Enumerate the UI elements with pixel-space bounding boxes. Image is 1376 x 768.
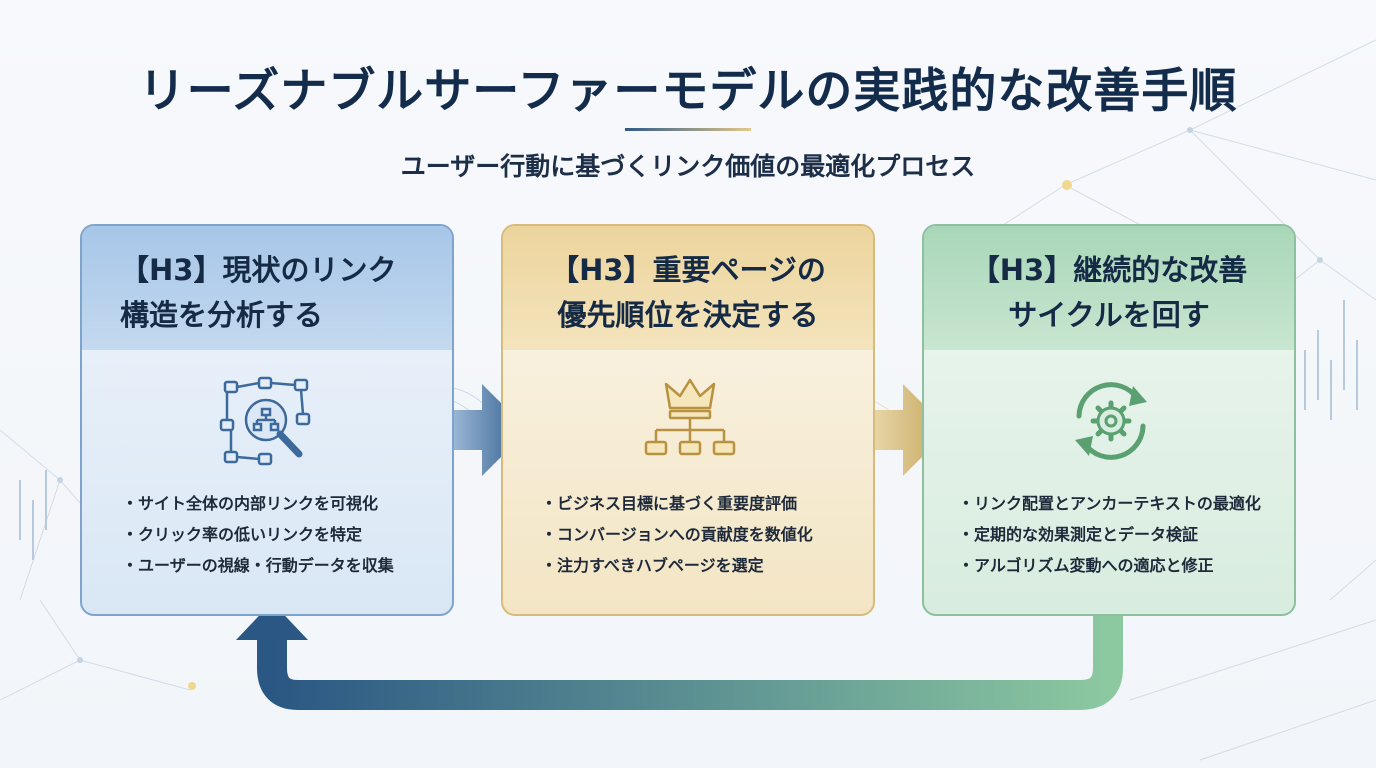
step-card-prioritize: 【H3】重要ページの 優先順位を決定する ビジネス目標に基づく重要度評価 コンバ…: [501, 224, 875, 616]
step-bullets: サイト全体の内部リンクを可視化 クリック率の低いリンクを特定 ユーザーの視線・行…: [82, 488, 452, 581]
step-card-analyze: 【H3】現状のリンク 構造を分析する サイト全体の内部リンクを可視化 クリック率…: [80, 224, 454, 616]
step-heading-line2: 優先順位を決定する: [557, 298, 819, 332]
gear-cycle-icon: [1075, 382, 1147, 460]
page-title: リーズナブルサーファーモデルの実践的な改善手順: [138, 64, 1238, 119]
step-bullets: ビジネス目標に基づく重要度評価 コンバージョンへの貢献度を数値化 注力すべきハブ…: [503, 488, 873, 581]
step-heading-line1: 【H3】現状のリンク: [120, 253, 397, 287]
bullet-item: クリック率の低いリンクを特定: [82, 519, 452, 550]
step-bullets: リンク配置とアンカーテキストの最適化 定期的な効果測定とデータ検証 アルゴリズム…: [924, 488, 1294, 581]
page-subtitle: ユーザー行動に基づくリンク価値の最適化プロセス: [400, 152, 976, 181]
bullet-item: ユーザーの視線・行動データを収集: [82, 550, 452, 581]
bullet-item: 定期的な効果測定とデータ検証: [924, 519, 1294, 550]
bullet-item: リンク配置とアンカーテキストの最適化: [924, 488, 1294, 519]
step-card-cycle: 【H3】継続的な改善 サイクルを回す リンク配置とアンカーテキストの最適化 定期…: [922, 224, 1296, 616]
crown-hierarchy-icon: [644, 378, 736, 456]
step-heading-line2: 構造を分析する: [120, 298, 324, 332]
bullet-item: サイト全体の内部リンクを可視化: [82, 488, 452, 519]
network-magnifier-icon: [219, 376, 311, 466]
step-heading-line1: 【H3】継続的な改善: [970, 253, 1248, 287]
bullet-item: アルゴリズム変動への適応と修正: [924, 550, 1294, 581]
step-heading: 【H3】重要ページの 優先順位を決定する: [503, 226, 873, 350]
step-heading: 【H3】現状のリンク 構造を分析する: [82, 226, 452, 350]
step-heading-line2: サイクルを回す: [1008, 298, 1210, 332]
title-underline: [625, 128, 751, 131]
bullet-item: 注力すべきハブページを選定: [503, 550, 873, 581]
step-heading-line1: 【H3】重要ページの: [550, 253, 826, 287]
bullet-item: ビジネス目標に基づく重要度評価: [503, 488, 873, 519]
step-heading: 【H3】継続的な改善 サイクルを回す: [924, 226, 1294, 350]
bullet-item: コンバージョンへの貢献度を数値化: [503, 519, 873, 550]
